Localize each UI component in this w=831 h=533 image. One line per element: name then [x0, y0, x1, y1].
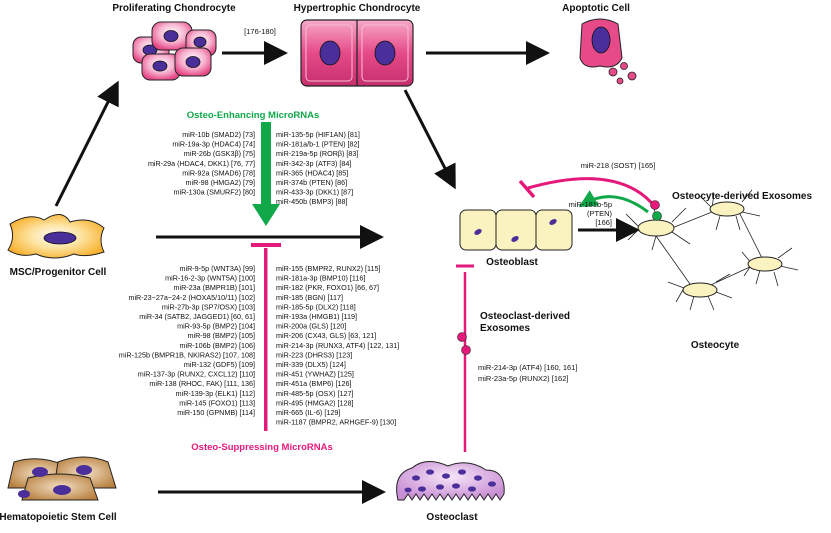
msc-progenitor-cell: [7, 214, 105, 259]
apoptotic-cell: [579, 18, 637, 85]
label-apoptotic-cell: Apoptotic Cell: [562, 3, 630, 14]
hematopoietic-stem-cell: [7, 456, 117, 501]
enhancing-arrow: [252, 122, 280, 226]
osteoclast-exosomes-label-2: Exosomes: [480, 323, 530, 334]
label-hypertrophic-chondrocyte: Hypertrophic Chondrocyte: [294, 3, 421, 14]
mirna-entry: miR-223 (DHRS3) [123]: [276, 350, 352, 359]
mirna-entry: miR-374b (PTEN) [86]: [276, 178, 347, 187]
mirna-entry: miR-433-3p (DKK1) [87]: [276, 188, 353, 197]
mirna-entry: miR-145 (FOXO1) [113]: [179, 398, 255, 407]
osteocyte-mir181-line1: miR-181b-5p: [569, 200, 612, 209]
mirna-entry: miR-219a-5p (RORβ) [83]: [276, 149, 358, 158]
mirna-entry: miR-150 (GPNMB) [114]: [177, 408, 255, 417]
mirna-entry: miR-93-5p (BMP2) [104]: [177, 322, 255, 331]
mirna-entry: miR-10b (SMAD2) [73]: [182, 130, 255, 139]
label-osteoblast: Osteoblast: [486, 257, 538, 268]
mirna-entry: miR-182 (PKR, FOXO1) [66, 67]: [276, 283, 379, 292]
mirna-entry: miR-181a/b-1 (PTEN) [82]: [276, 140, 359, 149]
osteocyte-mir181-line3: [166]: [595, 218, 612, 227]
mirna-entry: miR-106b (BMP2) [106]: [180, 341, 256, 350]
mirna-entry: miR-450b (BMP3) [88]: [276, 197, 348, 206]
mirna-entry: miR-451a (BMP6) [126]: [276, 379, 352, 388]
suppressing-header: Osteo-Suppressing MicroRNAs: [191, 442, 332, 453]
label-osteocyte: Osteocyte: [691, 340, 740, 351]
suppressing-inhibitor: [251, 243, 281, 431]
enhancing-list-right: miR-135-5p (HIF1AN) [81]miR-181a/b-1 (PT…: [276, 130, 360, 206]
mirna-entry: miR-451 (YWHAZ) [125]: [276, 370, 354, 379]
mirna-entry: miR-92a (SMAD6) [78]: [182, 168, 255, 177]
proliferating-chondrocyte-cell: [132, 21, 217, 81]
mirna-entry: miR-665 (IL-6) [129]: [276, 408, 340, 417]
mirna-entry: miR-206 (CX43, GLS) [63, 121]: [276, 331, 376, 340]
mirna-entry: miR-138 (RHOC, FAK) [111, 136]: [149, 379, 255, 388]
mirna-entry: miR-200a (GLS) [120]: [276, 322, 346, 331]
mirna-entry: miR-23a (BMPR1B) [101]: [174, 283, 255, 292]
mirna-entry: miR-485-5p (OSX) [127]: [276, 389, 354, 398]
lineage-arrows: [54, 41, 640, 504]
osteoblast-cell: [459, 209, 573, 251]
enhancing-header: Osteo-Enhancing MicroRNAs: [187, 110, 320, 121]
mirna-entry: miR-130a (SMURF2) [80]: [174, 188, 255, 197]
osteocyte-mir218: miR-218 (SOST) [165]: [581, 161, 656, 170]
label-msc: MSC/Progenitor Cell: [10, 267, 107, 278]
mirna-entry: miR-135-5p (HIF1AN) [81]: [276, 130, 360, 139]
mirna-entry: miR-185 (BGN) [117]: [276, 293, 343, 302]
mirna-entry: miR-19a-3p (HDAC4) [74]: [172, 140, 255, 149]
osteoclast-mir-1: miR-214-3p (ATF4) [160, 161]: [478, 363, 578, 372]
mirna-entry: miR-339 (DLX5) [124]: [276, 360, 346, 369]
mirna-entry: miR-155 (BMPR2, RUNX2) [115]: [276, 264, 381, 273]
mirna-entry: miR-137-3p (RUNX2, CXCL12) [110]: [138, 370, 255, 379]
mirna-entry: miR-125b (BMPR1B, NKIRAS2) [107, 108]: [119, 350, 255, 359]
osteocyte-cells: [637, 201, 783, 298]
mirna-entry: miR-34 (SATB2, JAGGED1) [60, 61]: [139, 312, 255, 321]
mirna-entry: miR-9-5p (WNT3A) [99]: [180, 264, 255, 273]
mirna-entry: miR-139-3p (ELK1) [112]: [176, 389, 255, 398]
mirna-entry: miR-27b-3p (SP7/OSX) [103]: [162, 302, 255, 311]
mirna-entry: miR-132 (GDF5) [109]: [184, 360, 255, 369]
label-hsc: Hematopoietic Stem Cell: [0, 512, 117, 523]
mirna-entry: miR-342-3p (ATF3) [84]: [276, 159, 351, 168]
mirna-entry: miR-1187 (BMPR2, ARHGEF-9) [130]: [276, 418, 396, 427]
osteocyte-exosomes-label: Osteocyte-derived Exosomes: [672, 191, 812, 202]
mirna-entry: miR-26b (GSK3β) [75]: [184, 149, 255, 158]
osteocyte-exosome-paths: [518, 177, 662, 221]
label-proliferating-chondrocyte: Proliferating Chondrocyte: [112, 3, 236, 14]
osteocyte-mir181-line2: (PTEN): [587, 209, 613, 218]
suppressing-list-left: miR-9-5p (WNT3A) [99]miR-16-2-3p (WNT5A)…: [119, 264, 255, 417]
mirna-entry: miR-98 (BMP2) [105]: [187, 331, 255, 340]
mirna-entry: miR-214-3p (RUNX3, ATF4) [122, 131]: [276, 341, 399, 350]
mirna-entry: miR-29a (HDAC4, DKK1) [76, 77]: [148, 159, 255, 168]
mirna-entry: miR-365 (HDAC4) [85]: [276, 168, 348, 177]
label-osteoclast: Osteoclast: [426, 512, 478, 523]
hypertrophic-chondrocyte-cell: [300, 19, 414, 87]
mirna-entry: miR-181a-3p (BMP10) [116]: [276, 274, 365, 283]
osteoclast-exosome-path: [456, 264, 474, 452]
mirna-entry: miR-193a (HMGB1) [119]: [276, 312, 357, 321]
mirna-entry: miR-16-2-3p (WNT5A) [100]: [165, 274, 255, 283]
mirna-entry: miR-98 (HMGA2) [79]: [186, 178, 256, 187]
enhancing-list-left: miR-10b (SMAD2) [73]miR-19a-3p (HDAC4) […: [148, 130, 255, 197]
mirna-entry: miR-185-5p (DLX2) [118]: [276, 302, 356, 311]
osteoclast-exosomes-label-1: Osteoclast-derived: [480, 311, 570, 322]
ref-prolif-hyper: [176-180]: [244, 27, 276, 36]
mirna-entry: miR-23~27a~24-2 (HOXA5/10/11) [102]: [128, 293, 255, 302]
mirna-entry: miR-495 (HMGA2) [128]: [276, 398, 354, 407]
osteoclast-cell: [396, 461, 505, 501]
osteoclast-mir-2: miR-23a-5p (RUNX2) [162]: [478, 374, 568, 383]
suppressing-list-right: miR-155 (BMPR2, RUNX2) [115]miR-181a-3p …: [276, 264, 399, 427]
